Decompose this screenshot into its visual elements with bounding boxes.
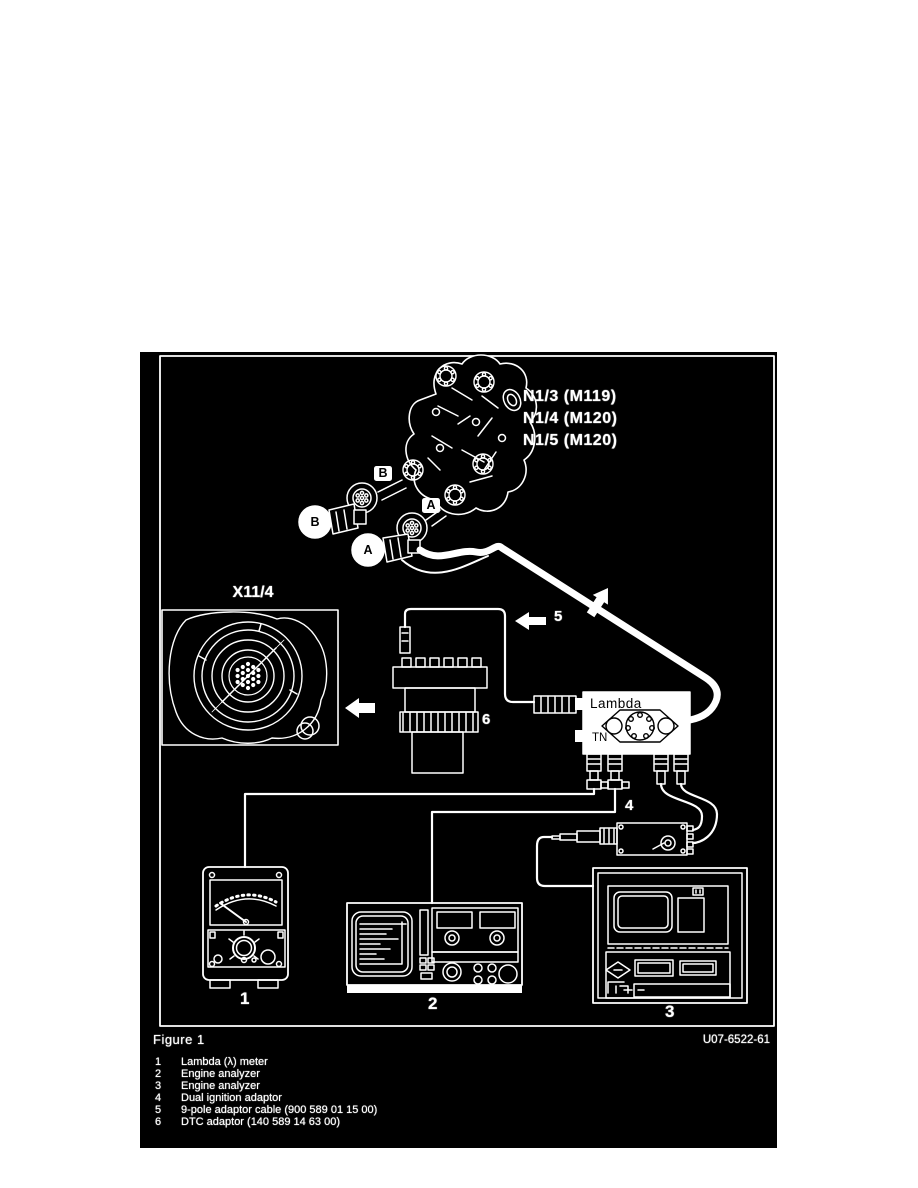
- legend-item-text: DTC adaptor (140 589 14 63 00): [181, 1115, 340, 1128]
- connector-label-b-cable: B: [310, 515, 320, 529]
- lambda-box-port-label: TN: [592, 732, 608, 744]
- legend-item-number: 5: [155, 1103, 162, 1116]
- figure-panel: N1/3 (M119) N1/4 (M120) N1/5 (M120) X11/…: [140, 352, 777, 1148]
- figure-code: U07-6522-61: [702, 1034, 770, 1046]
- callout-3: 3: [665, 1002, 675, 1021]
- legend-item-text: 9-pole adaptor cable (900 589 01 15 00): [181, 1103, 378, 1116]
- legend-item-number: 4: [155, 1091, 162, 1104]
- legend-item-number: 6: [155, 1115, 162, 1128]
- legend-item: 6 DTC adaptor (140 589 14 63 00): [153, 1115, 613, 1129]
- legend-item: 2 Engine analyzer: [153, 1067, 613, 1081]
- wiring-diagram-art: [159, 354, 775, 1027]
- callout-5: 5: [554, 608, 563, 625]
- connector-label-b-module: B: [378, 466, 388, 480]
- figure-caption: Figure 1: [153, 1032, 205, 1047]
- callout-2: 2: [428, 994, 438, 1013]
- legend-item-number: 1: [155, 1056, 162, 1068]
- legend-item-number: 2: [155, 1067, 162, 1080]
- legend-item: 4 Dual ignition adaptor: [153, 1091, 613, 1105]
- connector-label-a-module: A: [426, 498, 436, 512]
- control-module-labels: N1/3 (M119) N1/4 (M120) N1/5 (M120): [523, 386, 617, 452]
- legend-item: 5 9-pole adaptor cable (900 589 01 15 00…: [153, 1103, 613, 1117]
- legend-item: 3 Engine analyzer: [153, 1079, 613, 1093]
- legend-item-text: Engine analyzer: [181, 1079, 260, 1092]
- callout-4: 4: [625, 797, 634, 814]
- module-label-n13: N1/3 (M119): [523, 388, 617, 405]
- callout-6: 6: [482, 711, 491, 728]
- legend-item-text: Engine analyzer: [181, 1067, 260, 1080]
- figure-legend: 1 Lambda (λ) meter 2 Engine analyzer 3 E…: [153, 1056, 613, 1129]
- legend-item-text: Dual ignition adaptor: [181, 1091, 282, 1104]
- connector-label-a-cable: A: [363, 543, 373, 557]
- legend-item-text: Lambda (λ) meter: [181, 1056, 268, 1068]
- legend-item-number: 3: [155, 1079, 162, 1092]
- module-label-n14: N1/4 (M120): [523, 410, 618, 427]
- legend-item: 1 Lambda (λ) meter: [153, 1056, 613, 1069]
- callout-1: 1: [240, 989, 250, 1008]
- lambda-box-title: Lambda: [590, 696, 642, 711]
- module-label-n15: N1/5 (M120): [523, 432, 618, 449]
- diagnostic-socket-label: X11/4: [232, 584, 274, 601]
